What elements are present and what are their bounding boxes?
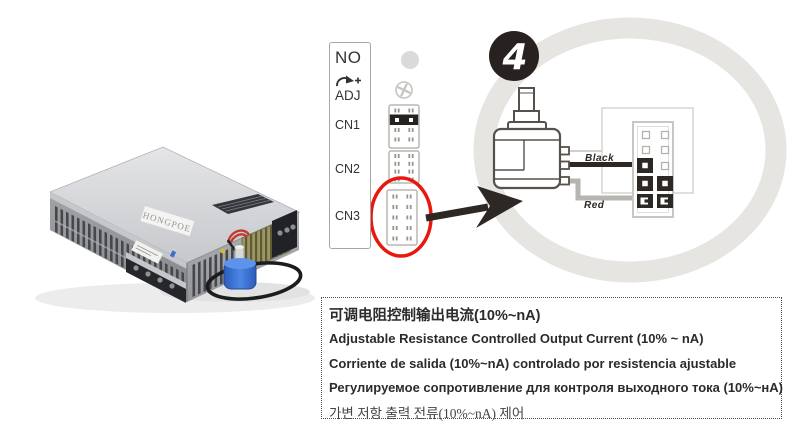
cn1-header	[388, 104, 420, 149]
rotate-adjust-icon	[335, 74, 361, 93]
step-ring	[473, 17, 787, 283]
label-cn3: CN3	[335, 209, 361, 223]
instructions-box: 可调电阻控制输出电流(10%~nA) Adjustable Resistance…	[321, 297, 783, 421]
black-wire-label: Black	[585, 153, 614, 164]
instruction-line-es: Corriente de salida (10%~nA) controlado …	[329, 355, 737, 371]
red-wire-label: Red	[584, 200, 605, 211]
power-supply-photo: HONGPOE	[35, 146, 315, 313]
instruction-line-ko: 가변 저항 출력 전류(10%~nA) 제어	[329, 406, 525, 422]
label-cn1: CN1	[335, 118, 361, 132]
cn2-header	[388, 150, 420, 184]
step-badge: 4	[489, 31, 539, 81]
potentiometer-drawing	[492, 87, 570, 190]
instruction-line-zh: 可调电阻控制输出电流(10%~nA)	[329, 307, 541, 324]
connector-column	[386, 51, 420, 246]
step-number: 4	[501, 37, 527, 78]
pointer-arrow	[425, 186, 523, 228]
label-cn2: CN2	[335, 162, 361, 176]
cn3-header	[386, 189, 418, 246]
psu-terminal-block-front	[126, 252, 186, 303]
mount-hole	[401, 51, 419, 69]
connector-labels-panel: NO ADJ CN1 CN2 CN3	[329, 42, 371, 249]
label-adj: ADJ	[335, 88, 361, 103]
instruction-line-ru: Регулируемое сопротивление для контроля …	[329, 380, 783, 396]
psu-yellow-wire	[220, 248, 226, 254]
screw-icon	[395, 81, 413, 99]
instruction-line-en: Adjustable Resistance Controlled Output …	[329, 331, 704, 347]
label-no: NO	[335, 48, 362, 67]
psu-potentiometer	[205, 239, 303, 301]
step-detail: Black Red 4	[473, 17, 787, 283]
psu-terminal-block-right	[272, 210, 297, 258]
wire-red	[566, 178, 640, 201]
psu-small-label	[131, 240, 163, 264]
detail-connector	[632, 121, 674, 218]
psu-top-grille	[212, 194, 274, 214]
